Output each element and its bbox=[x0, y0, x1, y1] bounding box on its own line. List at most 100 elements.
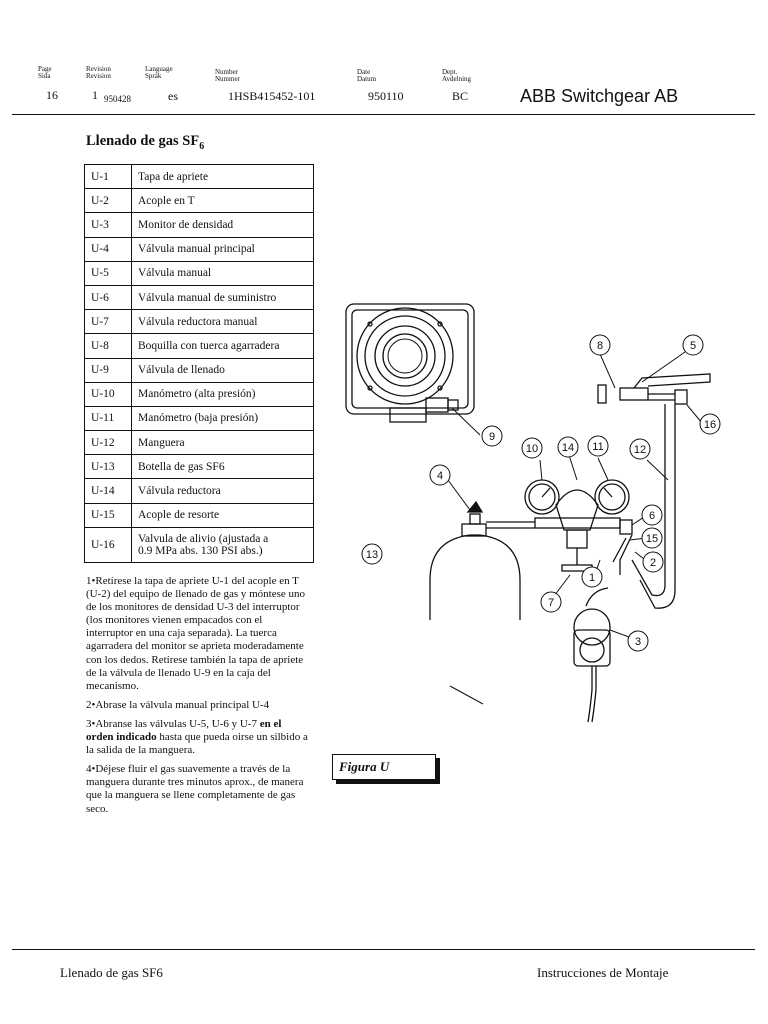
svg-text:12: 12 bbox=[634, 444, 646, 456]
svg-text:16: 16 bbox=[704, 419, 716, 431]
callout-9: 9 bbox=[481, 425, 503, 447]
part-description: Manguera bbox=[131, 430, 314, 456]
supply-hose bbox=[597, 373, 711, 609]
callout-12: 12 bbox=[629, 438, 651, 460]
section-title: Llenado de gas SF6 bbox=[86, 133, 205, 152]
part-code: U-16 bbox=[84, 526, 132, 563]
part-description: Válvula de llenado bbox=[131, 357, 314, 383]
step-3: 3•Abranse las válvulas U-5, U-6 y U-7 en… bbox=[86, 717, 308, 757]
step-2: 2•Abrase la válvula manual principal U-4 bbox=[86, 698, 270, 711]
svg-text:11: 11 bbox=[592, 441, 603, 453]
instruction-steps: 1•Retírese la tapa de apriete U-1 del ac… bbox=[86, 575, 311, 822]
step-4: 4•Déjese fluir el gas suavemente a travé… bbox=[86, 763, 304, 815]
dept-label: Dept.Avdelning bbox=[442, 68, 472, 83]
callout-16: 16 bbox=[699, 413, 721, 435]
footer-doc-type: Instrucciones de Montaje bbox=[537, 965, 669, 980]
part-code: U-9 bbox=[84, 357, 132, 383]
callout-7: 7 bbox=[540, 591, 562, 613]
figure-label-box: Figura U bbox=[332, 754, 436, 780]
part-code: U-1 bbox=[84, 163, 132, 190]
part-code: U-10 bbox=[84, 381, 132, 407]
dept-value: BC bbox=[452, 89, 469, 103]
part-code: U-13 bbox=[84, 454, 132, 480]
part-code: U-12 bbox=[84, 430, 132, 456]
callout-11: 11 bbox=[587, 435, 609, 457]
part-code: U-8 bbox=[84, 333, 132, 359]
part-description: Válvula reductora manual bbox=[131, 309, 314, 335]
svg-text:6: 6 bbox=[649, 510, 655, 522]
svg-text:9: 9 bbox=[489, 431, 495, 443]
part-code: U-14 bbox=[84, 478, 132, 504]
part-description: Botella de gas SF6 bbox=[131, 454, 314, 480]
document-number: 1HSB415452-101 bbox=[228, 89, 316, 103]
svg-text:10: 10 bbox=[526, 443, 538, 455]
svg-text:7: 7 bbox=[548, 597, 554, 609]
callout-10: 10 bbox=[521, 437, 543, 459]
figure-label: Figura U bbox=[339, 759, 390, 774]
page-number: 16 bbox=[46, 88, 58, 102]
part-code: U-15 bbox=[84, 502, 132, 528]
svg-text:5: 5 bbox=[690, 340, 696, 352]
part-description: Acople de resorte bbox=[131, 502, 314, 528]
footer-title: Llenado de gas SF6 bbox=[60, 965, 163, 980]
svg-text:8: 8 bbox=[597, 340, 603, 352]
part-code: U-4 bbox=[84, 236, 132, 262]
svg-text:14: 14 bbox=[562, 442, 574, 454]
part-code: U-5 bbox=[84, 260, 132, 286]
mechanism-box bbox=[345, 303, 475, 423]
svg-text:1: 1 bbox=[589, 572, 595, 584]
callout-6: 6 bbox=[641, 504, 663, 526]
svg-text:2: 2 bbox=[650, 557, 656, 569]
part-code: U-7 bbox=[84, 309, 132, 335]
part-description: Válvula manual de suministro bbox=[131, 284, 314, 311]
footer-rule bbox=[12, 949, 755, 950]
density-monitor bbox=[573, 587, 611, 723]
part-description: Válvula manual principal bbox=[131, 236, 314, 262]
part-description: Manómetro (baja presión) bbox=[131, 405, 314, 432]
svg-text:4: 4 bbox=[437, 470, 443, 482]
part-code: U-6 bbox=[84, 284, 132, 311]
revision-number: 1 bbox=[92, 88, 98, 102]
callout-14: 14 bbox=[557, 436, 579, 458]
svg-text:13: 13 bbox=[366, 549, 378, 561]
part-description: Monitor de densidad bbox=[131, 212, 314, 238]
callout-3: 3 bbox=[627, 630, 649, 652]
callout-2: 2 bbox=[642, 551, 664, 573]
part-code: U-3 bbox=[84, 212, 132, 238]
callout-13: 13 bbox=[361, 543, 383, 565]
callout-8: 8 bbox=[589, 334, 611, 356]
part-code: U-11 bbox=[84, 405, 132, 432]
svg-text:3: 3 bbox=[635, 636, 641, 648]
part-description: Boquilla con tuerca agarradera bbox=[131, 333, 314, 359]
part-description: Tapa de apriete bbox=[131, 163, 314, 190]
part-description: Válvula reductora bbox=[131, 478, 314, 504]
svg-text:15: 15 bbox=[646, 533, 658, 545]
gas-bottle bbox=[429, 500, 535, 620]
callout-5: 5 bbox=[682, 334, 704, 356]
part-code: U-2 bbox=[84, 188, 132, 214]
